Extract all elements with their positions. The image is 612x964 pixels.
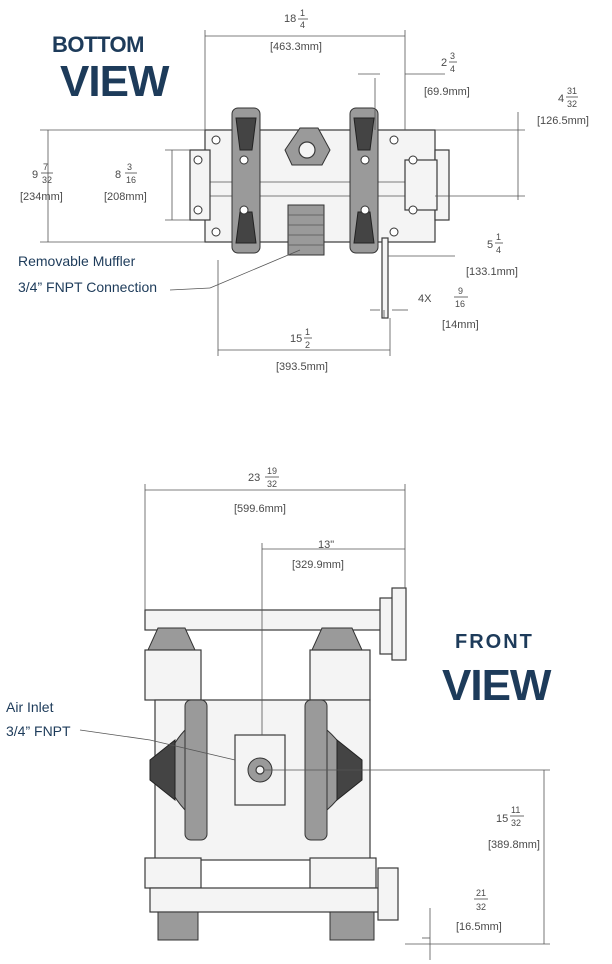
dim-port-offset: 2 3 4 [69.9mm] (424, 51, 470, 98)
svg-text:9: 9 (458, 286, 463, 296)
svg-text:4: 4 (558, 93, 564, 105)
svg-text:1: 1 (305, 327, 310, 337)
svg-text:23: 23 (248, 472, 260, 484)
bottom-view-title-line1: BOTTOM (52, 32, 144, 57)
bottom-left-cap (189, 149, 211, 221)
svg-text:32: 32 (476, 902, 486, 912)
left-diaphragm (149, 699, 208, 841)
svg-text:2: 2 (441, 57, 447, 69)
dim-inlet-height: 15 11 32 [389.8mm] (488, 805, 540, 851)
svg-text:18: 18 (284, 13, 296, 25)
svg-text:21: 21 (476, 888, 486, 898)
air-inlet-label-line1: Air Inlet (6, 699, 54, 715)
dim-hole-diameter: 4X 9 16 [14mm] (418, 286, 479, 331)
svg-text:4X: 4X (418, 293, 432, 305)
svg-text:5: 5 (487, 239, 493, 251)
svg-text:[463.3mm]: [463.3mm] (270, 41, 322, 53)
svg-text:[329.9mm]: [329.9mm] (292, 559, 344, 571)
svg-text:32: 32 (42, 175, 52, 185)
svg-text:[393.5mm]: [393.5mm] (276, 361, 328, 373)
dim-base-width: 15 1 2 [393.5mm] (276, 327, 328, 373)
suction-flange (377, 867, 399, 921)
bottom-view-title-line2: VIEW (60, 57, 170, 106)
bottom-view-drawing (189, 107, 450, 319)
air-inlet-label-line2: 3/4” FNPT (6, 723, 71, 739)
svg-text:[14mm]: [14mm] (442, 319, 479, 331)
svg-text:16: 16 (455, 299, 465, 309)
discharge-flange (391, 587, 407, 661)
bottom-dimension-lines (40, 30, 525, 356)
svg-text:4: 4 (300, 20, 305, 30)
dim-inner-height: 8 3 16 [208mm] (104, 162, 147, 203)
dim-outer-height: 9 7 32 [234mm] (20, 162, 63, 203)
svg-text:15: 15 (290, 333, 302, 345)
muffler-label-line1: Removable Muffler (18, 253, 136, 269)
svg-text:1: 1 (300, 8, 305, 18)
svg-text:3: 3 (127, 162, 132, 172)
front-dimension-lines (79, 484, 550, 960)
svg-text:11: 11 (511, 805, 520, 815)
muffler (287, 204, 325, 256)
svg-text:[389.8mm]: [389.8mm] (488, 839, 540, 851)
svg-text:16: 16 (126, 175, 136, 185)
svg-text:8: 8 (115, 169, 121, 181)
svg-text:[234mm]: [234mm] (20, 191, 63, 203)
dim-mount-depth: 5 1 4 [133.1mm] (466, 232, 518, 278)
front-view-title-line2: VIEW (442, 661, 552, 710)
svg-text:13": 13" (318, 539, 334, 551)
svg-text:32: 32 (267, 479, 277, 489)
svg-text:[208mm]: [208mm] (104, 191, 147, 203)
svg-text:32: 32 (511, 818, 521, 828)
svg-text:[133.1mm]: [133.1mm] (466, 266, 518, 278)
svg-text:4: 4 (496, 245, 501, 255)
dim-bottom-overall-width: 18 1 4 [463.3mm] (270, 8, 322, 53)
muffler-label-line2: 3/4” FNPT Connection (18, 279, 157, 295)
front-view-title-line1: FRONT (455, 631, 534, 653)
svg-text:2: 2 (305, 340, 310, 350)
svg-text:[126.5mm]: [126.5mm] (537, 115, 589, 127)
svg-text:[16.5mm]: [16.5mm] (456, 921, 502, 933)
svg-text:1: 1 (496, 232, 501, 242)
right-diaphragm-housing (349, 107, 379, 254)
dim-center-offset: 13" [329.9mm] (292, 539, 344, 571)
bottom-manifold (149, 887, 391, 913)
svg-text:32: 32 (567, 99, 577, 109)
front-view-drawing (144, 587, 407, 941)
svg-text:4: 4 (450, 64, 455, 74)
svg-text:15: 15 (496, 813, 508, 825)
svg-text:[599.6mm]: [599.6mm] (234, 503, 286, 515)
top-manifold (144, 609, 386, 631)
dim-foot-height: 21 32 [16.5mm] (456, 888, 502, 933)
svg-text:19: 19 (267, 466, 277, 476)
left-diaphragm-housing (231, 107, 261, 254)
dim-port-height: 4 31 32 [126.5mm] (537, 86, 589, 127)
svg-text:9: 9 (32, 169, 38, 181)
svg-text:[69.9mm]: [69.9mm] (424, 86, 470, 98)
dim-front-overall-width: 23 19 32 [599.6mm] (234, 466, 286, 515)
svg-text:3: 3 (450, 51, 455, 61)
svg-text:7: 7 (43, 162, 48, 172)
svg-text:31: 31 (567, 86, 577, 96)
